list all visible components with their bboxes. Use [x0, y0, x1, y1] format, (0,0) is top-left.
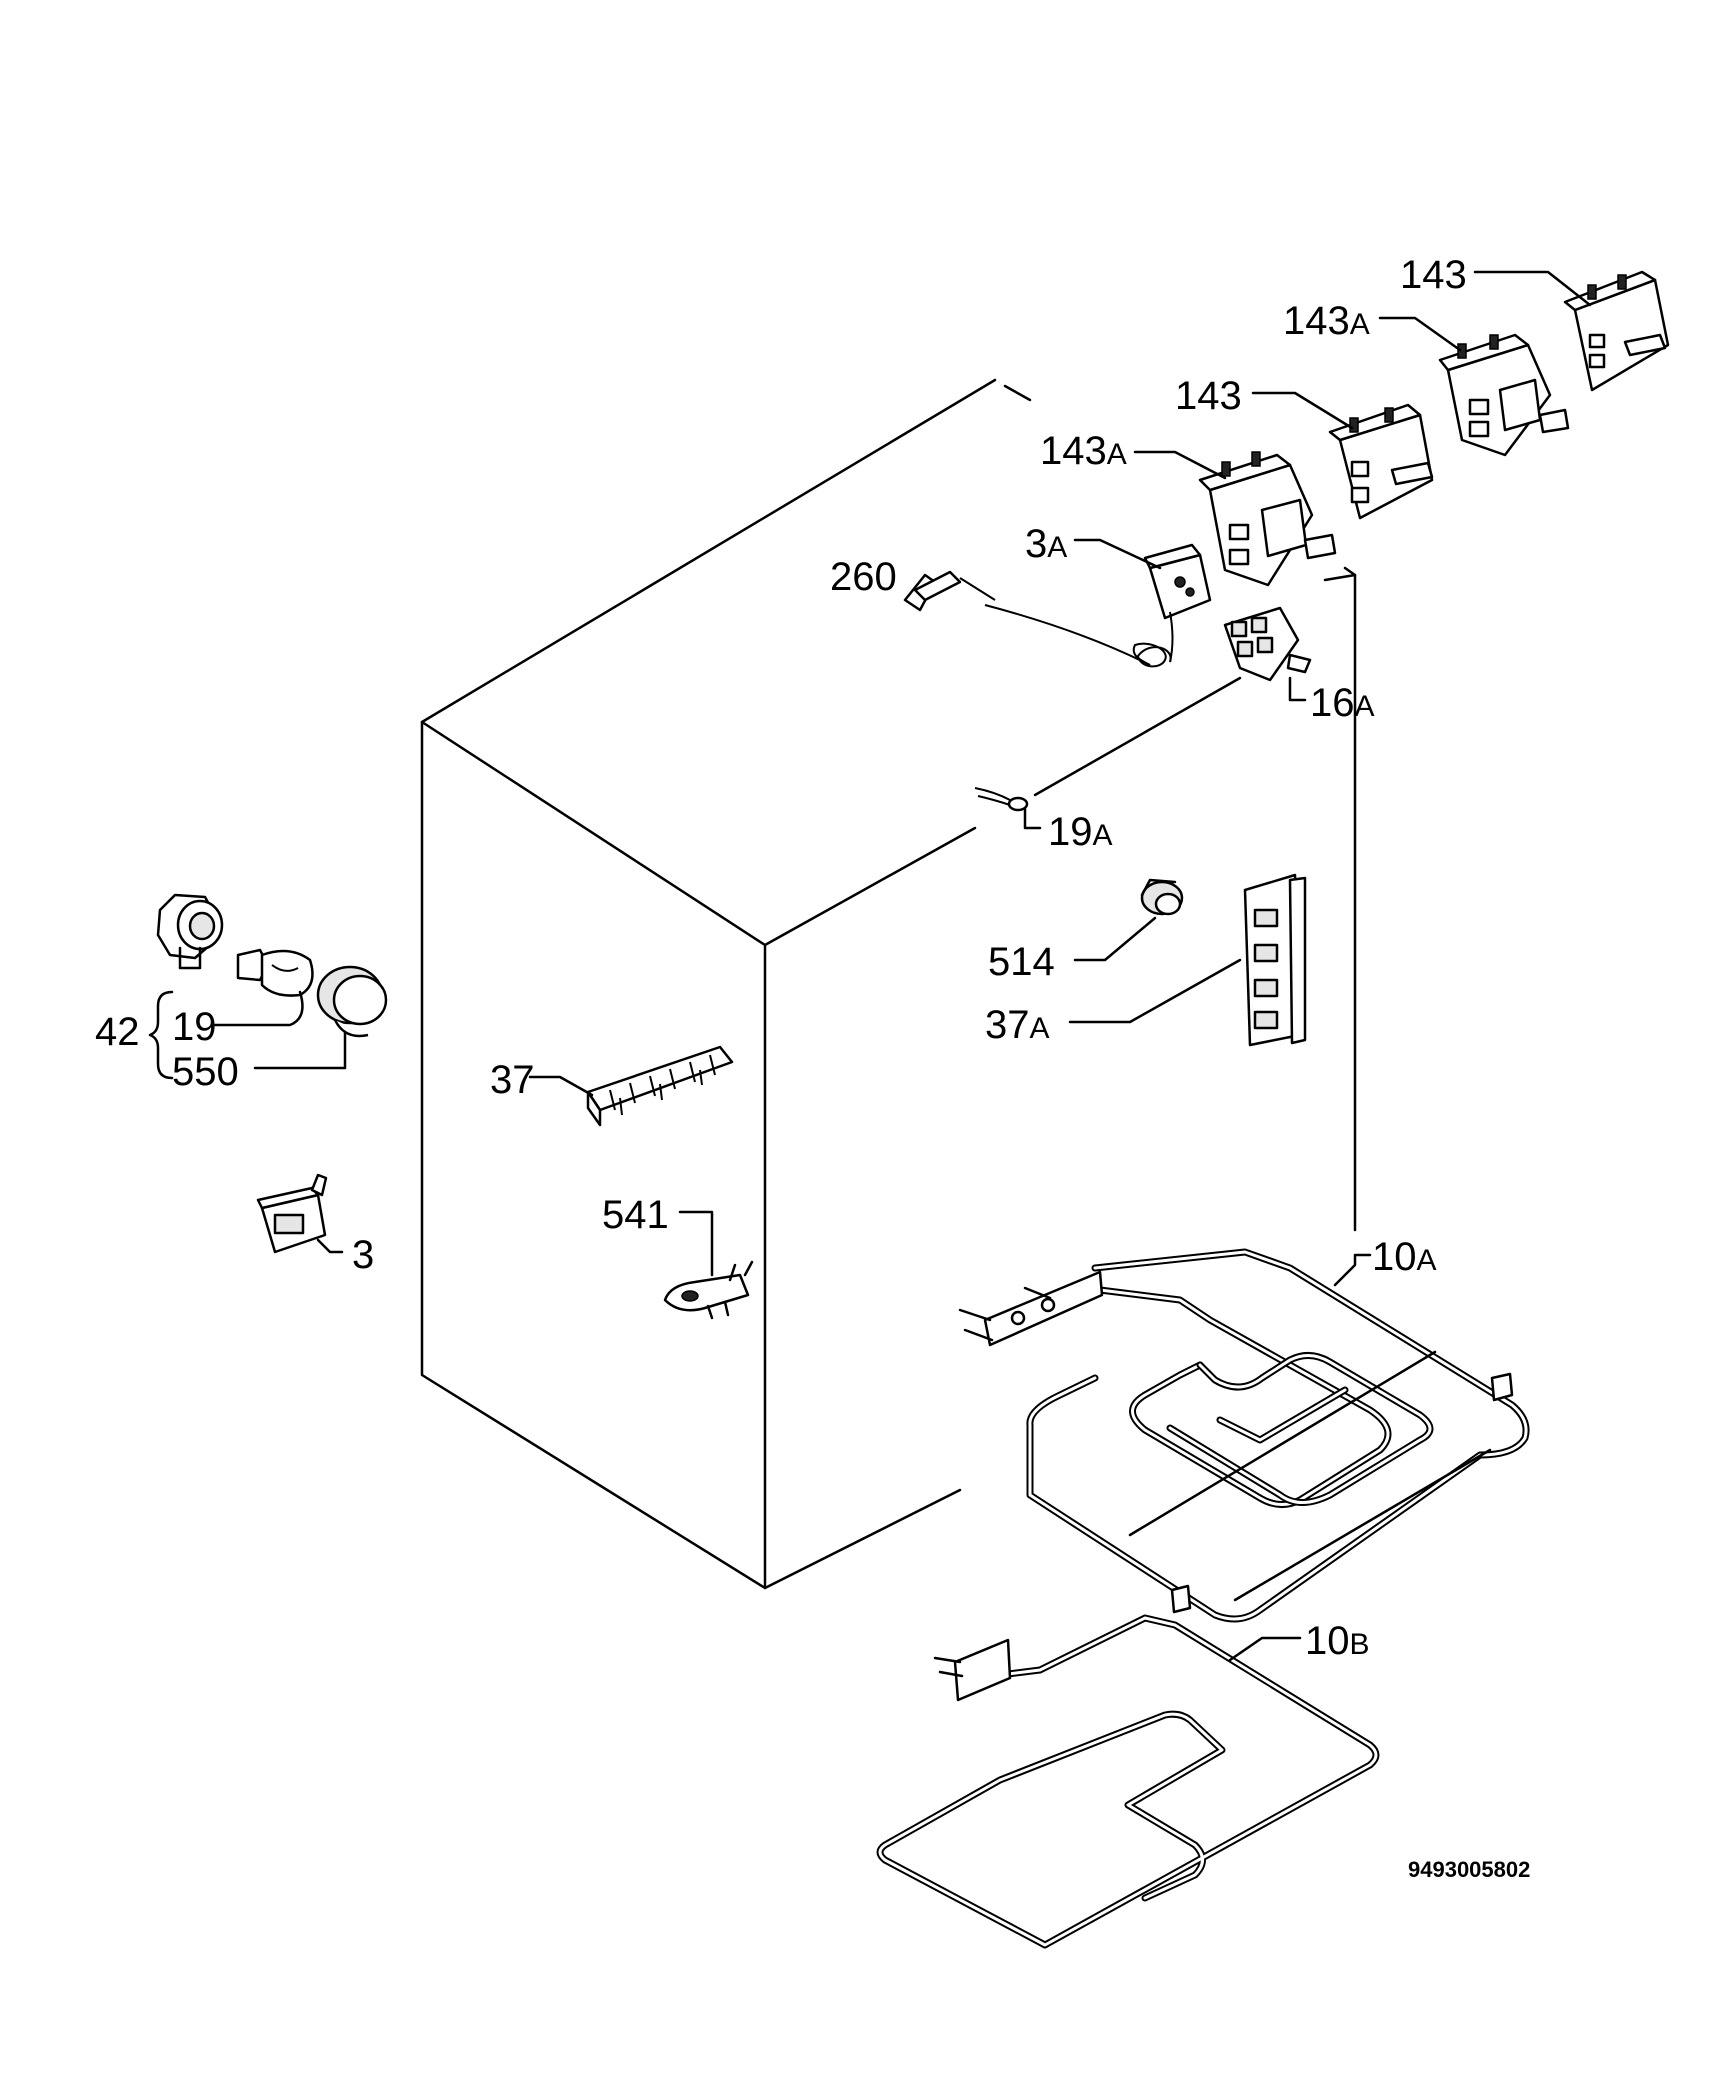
lamp-holder-514: [1140, 878, 1184, 916]
selector-switch-143-mid: [1328, 403, 1434, 520]
label-3a: 3A: [1025, 522, 1067, 566]
lamp-19a: [974, 787, 1029, 812]
bottom-heating-element-10b: [876, 1614, 1380, 1949]
label-143-top: 143: [1400, 253, 1467, 297]
label-143a-mid: 143A: [1040, 429, 1127, 473]
label-19: 19: [172, 1005, 217, 1049]
door-switch-541: [663, 1260, 754, 1320]
label-10a: 10A: [1372, 1235, 1437, 1279]
terminal-block-37a: [1243, 873, 1307, 1047]
lamp-cover-550: [316, 965, 388, 1038]
safety-thermostat-3a: [984, 543, 1212, 668]
label-16a: 16A: [1310, 681, 1375, 725]
label-37: 37: [490, 1058, 535, 1102]
lamp-bulb-19: [236, 948, 314, 997]
label-42: 42: [95, 1010, 140, 1054]
label-3: 3: [352, 1233, 374, 1277]
label-514: 514: [988, 940, 1055, 984]
label-143a-top: 143A: [1283, 299, 1370, 343]
label-143-mid: 143: [1175, 374, 1242, 418]
oven-cabinet-outline: [420, 378, 1357, 1590]
label-19a: 19A: [1048, 810, 1113, 854]
bulb-holder-260: [903, 570, 996, 612]
label-550: 550: [172, 1050, 239, 1094]
label-10b: 10B: [1305, 1619, 1370, 1663]
connector-strip-37: [586, 1045, 734, 1127]
switch-3: [256, 1173, 328, 1254]
label-260: 260: [830, 555, 897, 599]
label-541: 541: [602, 1193, 669, 1237]
drawing-code: 9493005802: [1408, 1857, 1530, 1882]
thermostat-143a-mid: [1198, 451, 1337, 587]
lamp-holder-42: [156, 893, 224, 960]
switch-16a: [1223, 606, 1312, 682]
grill-heating-element-10a: [958, 1248, 1530, 1623]
label-37a: 37A: [985, 1003, 1050, 1047]
group-bracket: [148, 990, 174, 1080]
leader-lines: [178, 270, 1592, 1662]
thermostat-143a-top: [1438, 333, 1570, 457]
selector-switch-143-top: [1563, 270, 1670, 392]
